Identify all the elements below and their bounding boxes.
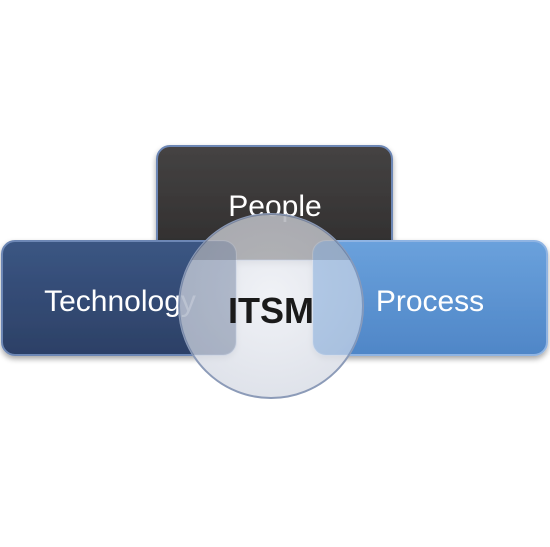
technology-box: Technology <box>1 240 237 356</box>
itsm-center-label: ITSM <box>228 290 314 331</box>
technology-label: Technology <box>44 285 196 318</box>
process-label: Process <box>376 285 484 318</box>
